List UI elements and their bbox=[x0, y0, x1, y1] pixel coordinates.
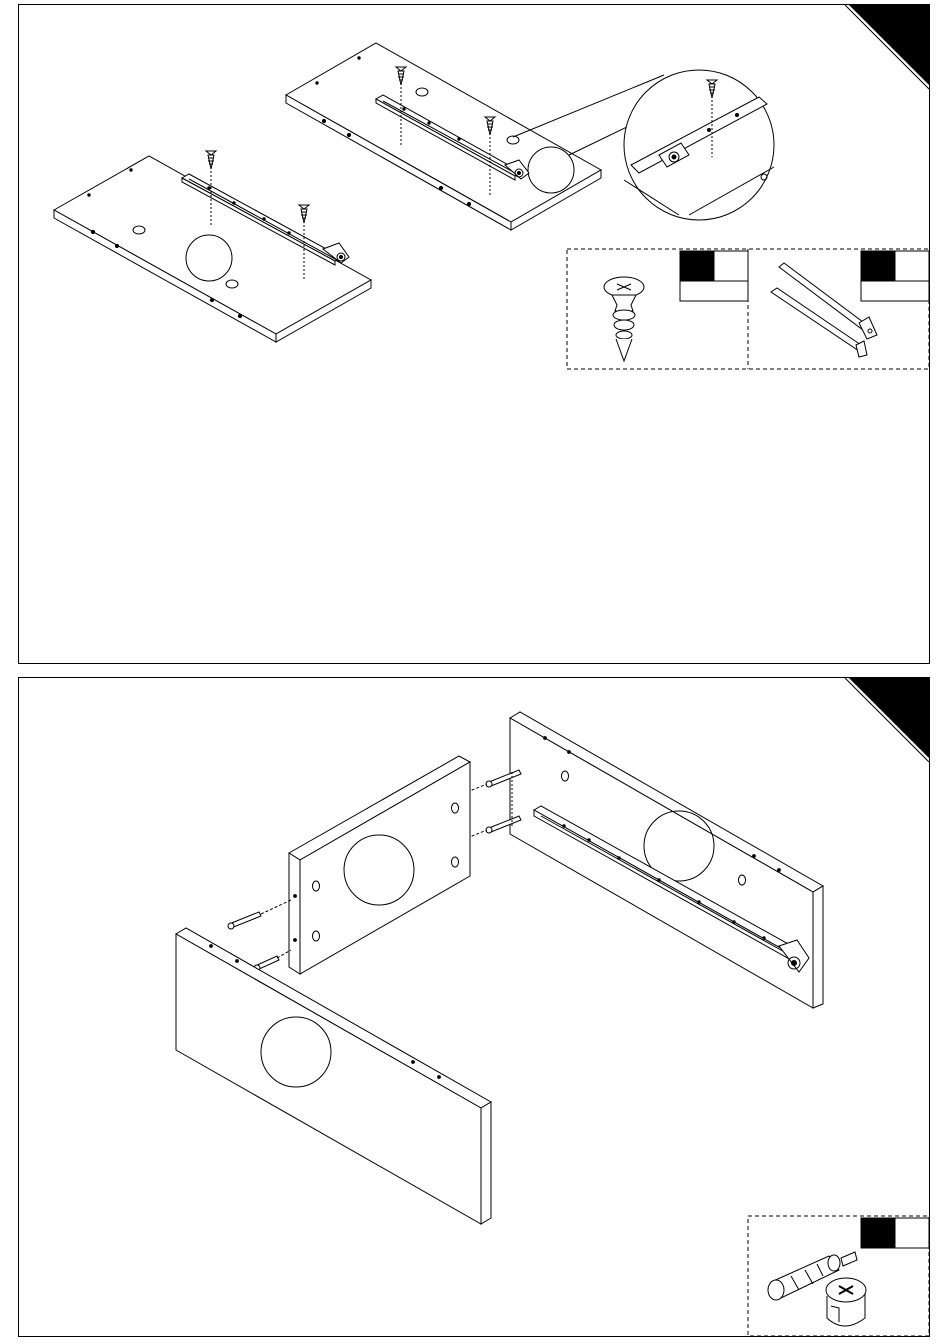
step-2-panel bbox=[18, 677, 930, 1337]
step-1-illustration bbox=[19, 5, 929, 663]
screw-part-icon bbox=[604, 277, 644, 361]
front-panel-left bbox=[176, 928, 491, 1224]
back-panel-right bbox=[510, 712, 823, 1008]
side-panel-middle bbox=[289, 756, 470, 974]
cam-lock-part-icon bbox=[826, 1278, 866, 1326]
detail-magnified-view bbox=[624, 70, 774, 220]
board-upper bbox=[286, 43, 664, 230]
step-1-panel bbox=[18, 4, 930, 664]
board-left bbox=[54, 151, 371, 342]
step-2-illustration bbox=[19, 678, 929, 1336]
detail-callout-circle bbox=[528, 147, 574, 193]
part-code-box-1 bbox=[680, 251, 748, 301]
parts-list-box bbox=[567, 249, 929, 369]
part-code-box-3 bbox=[861, 1218, 929, 1248]
parts-list-box bbox=[748, 1216, 929, 1336]
step-corner-tab bbox=[849, 678, 929, 758]
step-corner-tab bbox=[849, 5, 929, 85]
part-code-box-2 bbox=[861, 251, 929, 301]
